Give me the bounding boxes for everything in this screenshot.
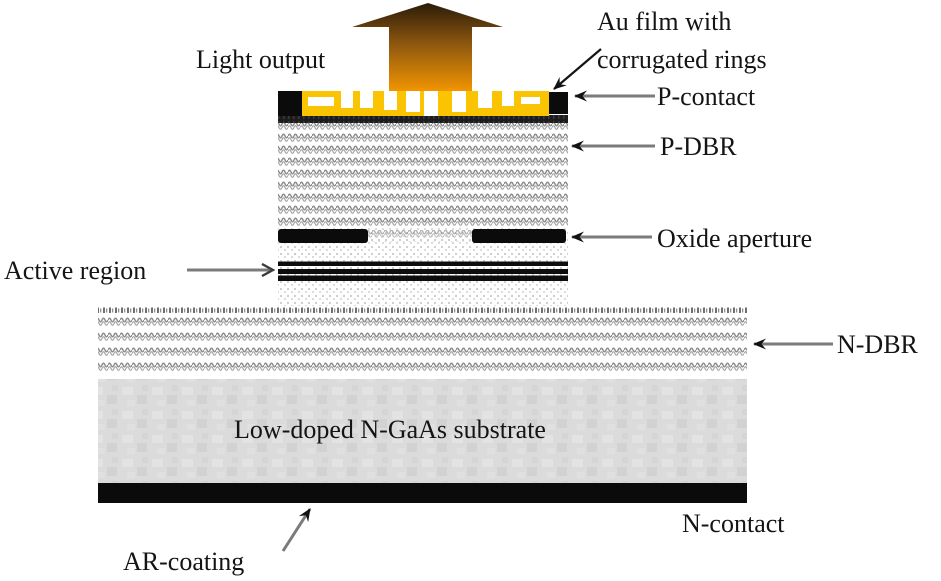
ar-coating-pointer-arrow (281, 508, 312, 552)
substrate-label: Low-doped N-GaAs substrate (234, 415, 546, 444)
active-region-label: Active region (4, 256, 147, 285)
p-contact-label: P-contact (657, 82, 756, 111)
oxide-aperture-opening (368, 230, 472, 242)
p-dbr-top-dark-strip (278, 115, 568, 123)
p-dbr-label: P-DBR (660, 132, 737, 161)
n-dbr-top-row (98, 304, 747, 313)
corrugation-grooves (308, 91, 540, 116)
oxide-aperture-right-bar (472, 229, 566, 243)
p-dbr-layer (278, 123, 568, 227)
n-contact-label: N-contact (682, 509, 785, 538)
au-film-label-line2: corrugated rings (597, 45, 767, 74)
active-region-layers (278, 261, 568, 281)
light-output-arrow-icon (352, 3, 503, 91)
au-film-label: Au film with corrugated rings (597, 3, 767, 79)
p-contact-right-pad (549, 92, 568, 114)
light-output-label: Light output (196, 45, 326, 74)
n-dbr-layer (98, 316, 747, 374)
au-film-label-line1: Au film with (597, 7, 732, 36)
n-contact-layer (98, 483, 747, 503)
substrate-layer (98, 379, 747, 483)
ar-coating-label: AR-coating (123, 547, 245, 576)
au-film-pointer-arrow (553, 48, 602, 90)
p-contact-left-pad (278, 91, 302, 116)
n-dbr-label: N-DBR (837, 330, 918, 359)
oxide-aperture-left-bar (278, 229, 368, 243)
oxide-aperture-label: Oxide aperture (657, 224, 813, 253)
